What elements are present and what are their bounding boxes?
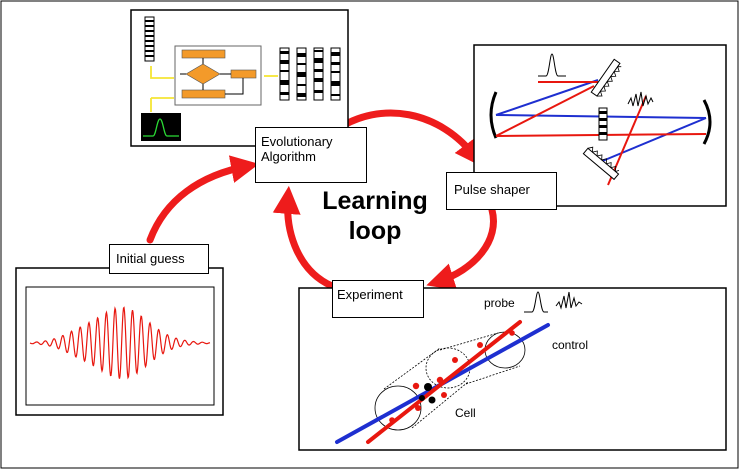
evolutionary-line-2: Algorithm — [261, 149, 316, 164]
probe-label: probe — [484, 296, 515, 310]
yellow-connectors — [150, 66, 278, 112]
green-signal-icon — [141, 113, 181, 141]
arrow-initial-to-algorithm — [146, 155, 260, 244]
flowchart-icon — [180, 49, 257, 99]
evolutionary-line-1: Evolutionary — [261, 134, 333, 149]
population-bars-icon — [279, 47, 341, 101]
initial-guess-panel — [15, 267, 224, 416]
curved-mirror-left — [489, 91, 498, 139]
evolutionary-algorithm-label: Evolutionary Algorithm — [255, 127, 367, 183]
learning-loop-arrows — [146, 109, 497, 291]
control-label: control — [552, 338, 589, 352]
title-line-2: loop — [348, 217, 402, 245]
initial-guess-label: Initial guess — [109, 244, 209, 274]
loop-arrow-to-algorithm — [272, 185, 336, 290]
shaper-mask-icon — [598, 107, 608, 141]
population-bar-icon — [144, 16, 155, 62]
curved-mirror-right — [702, 99, 712, 145]
shaped-pulse-icon — [627, 91, 654, 107]
experiment-text: Experiment — [337, 287, 403, 302]
initial-guess-text: Initial guess — [116, 251, 185, 266]
evolutionary-algorithm-panel — [130, 9, 349, 147]
probe-pulse-icon — [524, 291, 548, 313]
learning-loop-title: Learning loop — [300, 186, 450, 246]
grating-bottom-icon — [582, 146, 620, 181]
title-line-1: Learning — [322, 187, 428, 215]
grating-top-icon — [590, 58, 622, 97]
atoms-icon — [389, 330, 515, 423]
input-pulse-icon — [538, 53, 566, 77]
loop-arrow-to-experiment — [426, 206, 497, 291]
loop-arrow-to-pulse-shaper — [332, 109, 483, 167]
pulse-shaper-text: Pulse shaper — [454, 182, 530, 197]
control-waveform-icon — [555, 291, 583, 310]
experiment-label: Experiment — [332, 280, 424, 318]
initial-guess-waveform — [29, 306, 211, 380]
pulse-shaper-label: Pulse shaper — [446, 172, 557, 210]
pulse-shaper-panel — [473, 44, 727, 207]
cell-label: Cell — [455, 406, 476, 420]
